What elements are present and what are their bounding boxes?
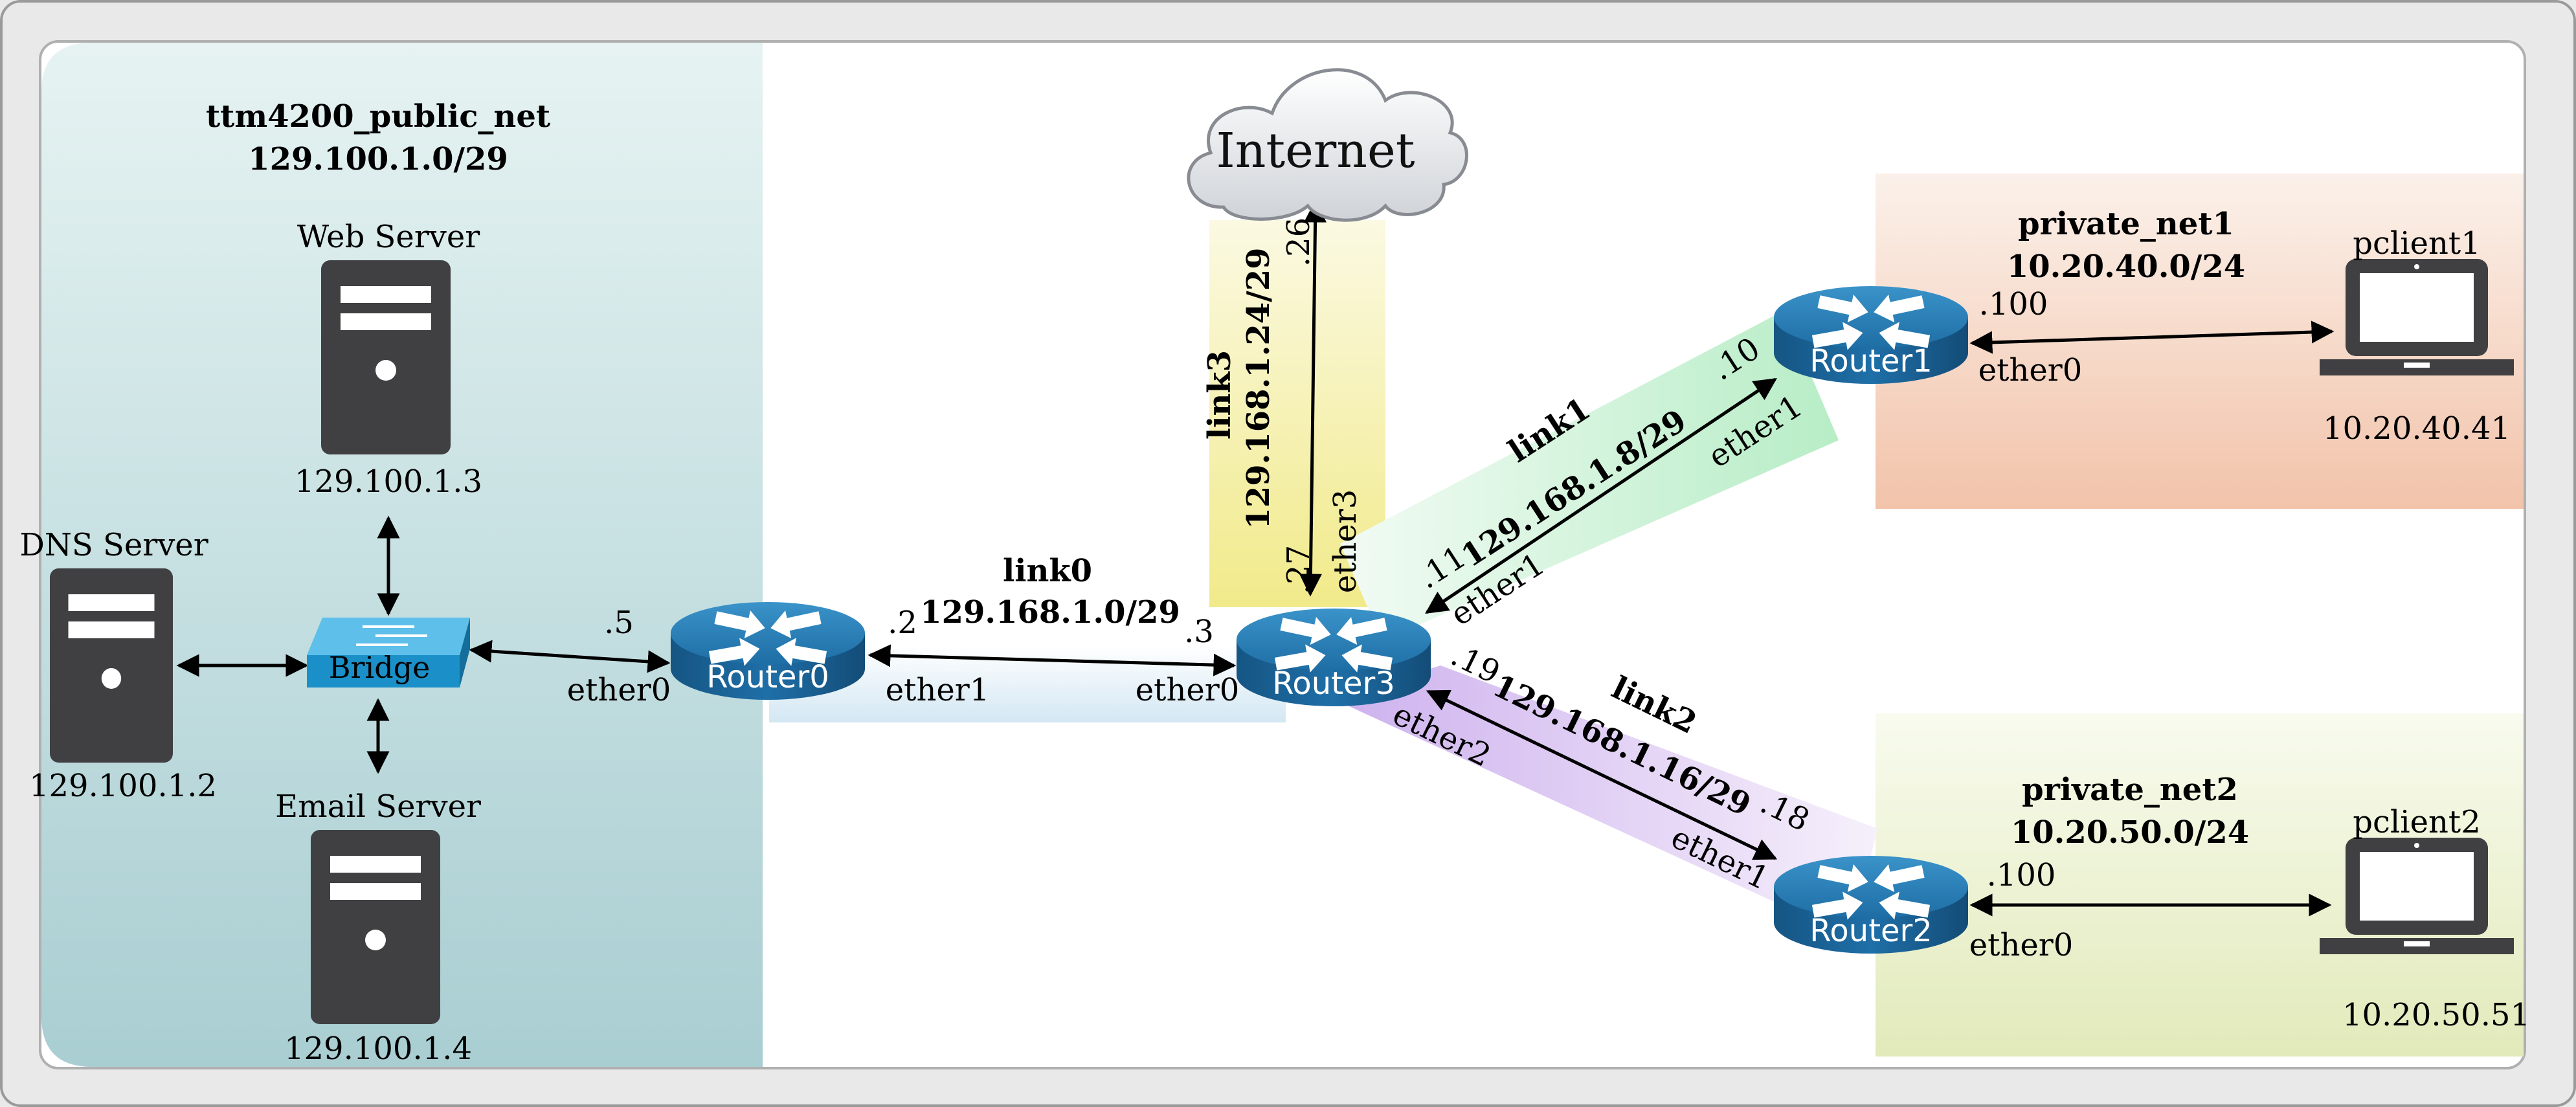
router2-ether0-label: ether0	[1969, 927, 2074, 963]
email-server[interactable]	[311, 830, 440, 1024]
conn-router3-router1	[1425, 377, 1777, 614]
dns-server[interactable]	[49, 568, 173, 763]
router1[interactable]: Router1	[1774, 286, 1968, 384]
connections	[176, 199, 2335, 917]
internet-label: Internet	[1216, 123, 1415, 179]
dns-server-ip: 129.100.1.2	[29, 768, 217, 804]
link3-subnet: 129.168.1.24/29	[1240, 247, 1277, 529]
bridge-switch[interactable]: Bridge	[307, 618, 470, 688]
pclient2-ip: 10.20.50.51	[2342, 997, 2530, 1033]
internet-cloud[interactable]: Internet	[1187, 68, 1468, 222]
router0-link0-host: .2	[888, 605, 917, 641]
bridge-r0-host: .5	[604, 605, 634, 641]
internet-link3-host: .26	[1281, 218, 1317, 267]
dns-server-name: DNS Server	[19, 527, 208, 563]
pclient1-ip: 10.20.40.41	[2323, 410, 2511, 447]
link0-name: link0	[1003, 553, 1092, 589]
conn-router1-pclient1	[1969, 320, 2335, 354]
web-server[interactable]	[321, 260, 451, 454]
router0[interactable]: Router0	[671, 602, 865, 700]
router3-label: Router3	[1272, 665, 1395, 702]
router3[interactable]: Router3	[1237, 609, 1431, 706]
web-server-ip: 129.100.1.3	[295, 464, 482, 500]
conn-internet-router3	[1299, 199, 1327, 597]
conn-bridge-router0	[469, 640, 671, 673]
router3-ether3-label: ether3	[1327, 489, 1363, 594]
private-net1-subnet: 10.20.40.0/24	[2007, 249, 2245, 285]
router3-ether0-label: ether0	[1136, 672, 1240, 708]
router0-label: Router0	[706, 659, 829, 695]
router1-label: Router1	[1809, 343, 1932, 379]
public-net-name: ttm4200_public_net	[206, 98, 550, 135]
router3-link0-host: .3	[1184, 614, 1214, 650]
conn-router0-router3	[868, 644, 1237, 676]
router0-ether1-label: ether1	[886, 672, 990, 708]
router3-link3-host: .27	[1281, 545, 1317, 594]
email-server-ip: 129.100.1.4	[284, 1031, 472, 1067]
router0-ether0-label: ether0	[567, 672, 671, 708]
private-net2-subnet: 10.20.50.0/24	[2011, 814, 2249, 851]
public-net-subnet: 129.100.1.0/29	[248, 141, 508, 177]
web-server-name: Web Server	[297, 219, 480, 255]
link3-name: link3	[1202, 350, 1238, 440]
public-net-zone	[41, 43, 763, 1067]
router1-ether0-label: ether0	[1978, 352, 2083, 388]
private-net2-name: private_net2	[2022, 772, 2238, 808]
router2[interactable]: Router2	[1774, 856, 1968, 954]
bridge-label: Bridge	[329, 650, 431, 685]
private-net1-name: private_net1	[2018, 206, 2234, 242]
conn-router3-router2	[1426, 689, 1778, 860]
link0-subnet: 129.168.1.0/29	[920, 594, 1180, 631]
router2-label: Router2	[1809, 913, 1932, 949]
email-server-name: Email Server	[275, 788, 481, 825]
pclient2-name: pclient2	[2353, 804, 2480, 840]
router2-pc-host: .100	[1987, 857, 2056, 893]
pclient1-name: pclient1	[2353, 225, 2480, 262]
router1-pc-host: .100	[1979, 286, 2048, 322]
